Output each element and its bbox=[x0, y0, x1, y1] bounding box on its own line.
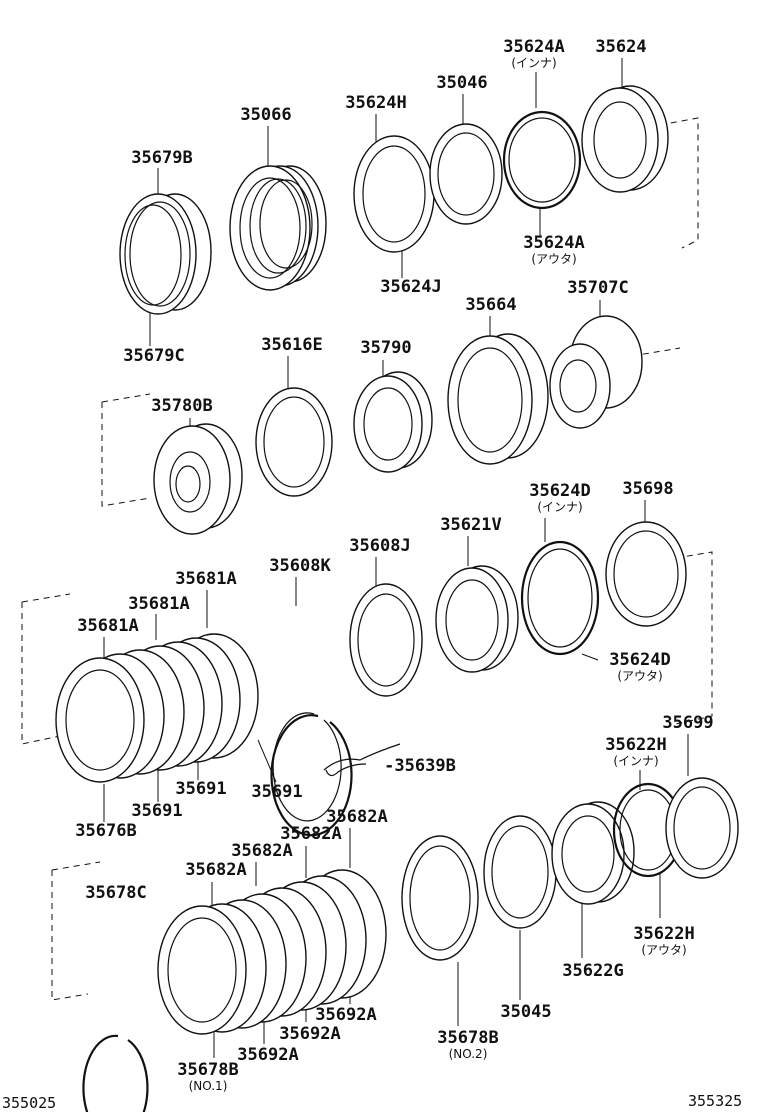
part-label-p35621V: 35621V bbox=[440, 515, 501, 535]
part-label-p35622G: 35622G bbox=[562, 961, 623, 981]
part-label-p35707C: 35707C bbox=[567, 278, 628, 298]
clutch-pack-35066 bbox=[229, 165, 327, 291]
part-label-p35664: 35664 bbox=[465, 295, 516, 315]
clutch-stack-35682a bbox=[157, 869, 387, 1035]
plate-35046 bbox=[429, 123, 503, 225]
part-label-p35622H_out: 35622H bbox=[633, 924, 694, 944]
part-label-p35682A_1: 35682A bbox=[326, 807, 387, 827]
part-sublabel-p35624A_out: (アウタ) bbox=[531, 252, 576, 266]
bearing-35780b bbox=[153, 423, 243, 535]
part-sublabel-p35678B_2: (NO.2) bbox=[449, 1047, 488, 1061]
part-label-p35045: 35045 bbox=[500, 1002, 551, 1022]
part-label-p35682A_4: 35682A bbox=[185, 860, 246, 880]
part-labels: 35624A(インナ)35624350463506635624H35679B35… bbox=[75, 37, 713, 1093]
part-label-p35790: 35790 bbox=[360, 338, 411, 358]
part-label-p35608K: 35608K bbox=[269, 556, 331, 576]
part-label-p35780B: 35780B bbox=[151, 396, 212, 416]
part-label-p35699: 35699 bbox=[662, 713, 713, 733]
part-label-p35678B_2: 35678B bbox=[437, 1028, 498, 1048]
part-sublabel-p35622H_out: (アウタ) bbox=[641, 943, 686, 957]
seal-35698 bbox=[605, 521, 687, 627]
part-label-p35692A_2: 35692A bbox=[279, 1024, 340, 1044]
part-label-p35698: 35698 bbox=[622, 479, 673, 499]
part-sublabel-p35678B_1: (NO.1) bbox=[189, 1079, 228, 1093]
plate-35045 bbox=[483, 815, 557, 929]
retainer-35624 bbox=[581, 85, 669, 193]
clutch-stack-35681a bbox=[55, 633, 259, 783]
part-label-p35616E: 35616E bbox=[261, 335, 322, 355]
dashed-guide-lines bbox=[21, 117, 713, 1001]
footer-right-code: 355325 bbox=[688, 1092, 742, 1110]
part-label-p35691_1: 35691 bbox=[175, 779, 226, 799]
part-label-p35624: 35624 bbox=[595, 37, 646, 57]
clip-35639b bbox=[323, 743, 401, 777]
piston-35622g bbox=[551, 801, 635, 905]
part-sublabel-p35624D_in: (インナ) bbox=[537, 500, 582, 514]
snap-ring-35678c bbox=[82, 1034, 149, 1112]
drum-35664 bbox=[447, 333, 549, 465]
part-sublabel-p35622H_in: (インナ) bbox=[613, 754, 658, 768]
part-label-p35679C: 35679C bbox=[123, 346, 184, 366]
part-label-p35624A_in: 35624A bbox=[503, 37, 564, 57]
disc-35616e bbox=[255, 387, 333, 497]
part-label-p35608J: 35608J bbox=[349, 536, 410, 556]
part-label-p35682A_2: 35682A bbox=[280, 824, 341, 844]
snap-ring-35608k bbox=[270, 712, 353, 837]
part-label-p35676B: 35676B bbox=[75, 821, 136, 841]
part-label-p35681A_2: 35681A bbox=[128, 594, 189, 614]
part-sublabel-p35624A_in: (インナ) bbox=[511, 56, 556, 70]
part-label-p35624A_out: 35624A bbox=[523, 233, 584, 253]
part-label-p35066: 35066 bbox=[240, 105, 291, 125]
part-label-p35678B_1: 35678B bbox=[177, 1060, 238, 1080]
part-label-p35692A_3: 35692A bbox=[237, 1045, 298, 1065]
part-label-p35624J: 35624J bbox=[380, 277, 441, 297]
part-label-p35679B: 35679B bbox=[131, 148, 192, 168]
part-label-p35691_3: 35691 bbox=[131, 801, 182, 821]
part-label-p35046: 35046 bbox=[436, 73, 487, 93]
part-label-p35681A_3: 35681A bbox=[77, 616, 138, 636]
part-label-p35624D_in: 35624D bbox=[529, 481, 590, 501]
part-label-p35624D_out: 35624D bbox=[609, 650, 670, 670]
drum-35707c bbox=[549, 315, 643, 429]
part-label-p35624H: 35624H bbox=[345, 93, 406, 113]
part-label-p35692A_1: 35692A bbox=[315, 1005, 376, 1025]
part-label-p35639B: -35639B bbox=[384, 756, 456, 776]
footer-left-code: 355025 bbox=[2, 1094, 56, 1112]
part-sublabel-p35624D_out: (アウタ) bbox=[617, 669, 662, 683]
snap-ring-35679b bbox=[119, 193, 212, 315]
plate-35678b-no2 bbox=[401, 835, 479, 961]
hub-35790 bbox=[353, 371, 433, 473]
o-ring-35624d bbox=[520, 540, 600, 656]
part-label-p35682A_3: 35682A bbox=[231, 841, 292, 861]
ring-35624a bbox=[502, 110, 582, 210]
spring-35608j bbox=[349, 583, 423, 697]
seal-35699 bbox=[665, 777, 739, 879]
piston-35621v bbox=[435, 565, 519, 673]
part-label-p35622H_in: 35622H bbox=[605, 735, 666, 755]
part-label-p35678C: 35678C bbox=[85, 883, 146, 903]
ring-35624h bbox=[353, 135, 435, 253]
part-label-p35681A_1: 35681A bbox=[175, 569, 236, 589]
part-label-p35691_2: 35691 bbox=[251, 782, 302, 802]
